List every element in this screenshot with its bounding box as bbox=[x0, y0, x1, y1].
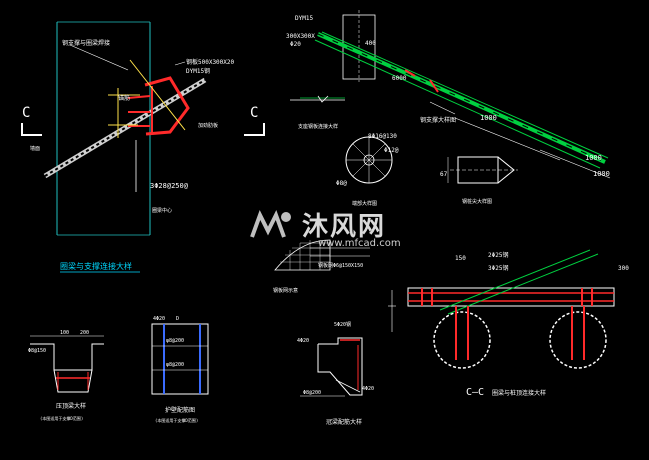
wall-label-d: φ8@200 bbox=[166, 362, 184, 368]
wall-label-c: φ8@200 bbox=[166, 338, 184, 344]
label-anchor: 锚筋 bbox=[118, 94, 130, 102]
pile-label-c: 150 bbox=[455, 255, 466, 262]
crown-label-d: Φ8@200 bbox=[303, 390, 321, 396]
end-label-c: Φ8@ bbox=[336, 180, 347, 187]
drawing-crown-beam: 5Φ20钢 4Φ20 4Φ20 Φ8@200 冠梁配筋大样 bbox=[297, 321, 374, 426]
label-pipe: 钢支撑与圈梁焊接 bbox=[62, 39, 110, 47]
watermark-url: www.mfcad.com bbox=[318, 238, 401, 249]
mesh-label-a: 钢板网Φ6@150X150 bbox=[318, 262, 363, 269]
brace-label-top-d: 400 bbox=[365, 40, 376, 47]
watermark-brand: 沐风网 bbox=[302, 212, 387, 242]
watermark: 沐风网 bbox=[248, 206, 386, 243]
drawing1-title: 圈梁与支撑连接大样 bbox=[60, 261, 132, 271]
cap-label-b: 100 bbox=[60, 330, 69, 336]
label-rebar: 3Φ28@250@ bbox=[150, 182, 189, 190]
brace-label-top-c: Φ20 bbox=[290, 41, 301, 48]
crown-label-a: 5Φ20钢 bbox=[334, 321, 351, 328]
drawing5-title: 钢板网示意 bbox=[273, 287, 298, 294]
drawing2-title: 钢支撑大样图 bbox=[420, 116, 456, 124]
drawing-pile-top: 2Φ25钢 3Φ25钢 150 300 C—C 圈梁与桩顶连接大样 bbox=[388, 249, 629, 398]
brace-label-len2: 1000 bbox=[585, 154, 602, 162]
drawing8-title: 护壁配筋图 bbox=[165, 406, 195, 414]
drawing-steel-mesh: 钢板网Φ6@150X150 钢板网示意 bbox=[273, 239, 370, 294]
section-letter-left: C bbox=[22, 105, 30, 121]
pile-label-b: 3Φ25钢 bbox=[488, 264, 508, 272]
drawing9-title: 冠梁配筋大样 bbox=[326, 418, 362, 426]
cap-label-c: 200 bbox=[80, 330, 89, 336]
section-letter-right: C bbox=[250, 105, 258, 121]
label-ring: 加劲肋板 bbox=[198, 122, 218, 129]
crown-label-b: 4Φ20 bbox=[297, 338, 309, 344]
pile-label-a: 2Φ25钢 bbox=[488, 251, 508, 259]
drawing4-title: 钢桩尖大样图 bbox=[462, 198, 492, 205]
drawing8-subtitle: (本图适用于支撑D范围) bbox=[155, 417, 198, 423]
drawing-pile-tip: 67 钢桩尖大样图 bbox=[440, 156, 518, 205]
pile-label-d: 300 bbox=[618, 265, 629, 272]
drawing-end-section: 8Φ16@130 Φ12@ Φ8@ 端部大样图 bbox=[336, 133, 399, 207]
wall-label-a: 4Φ20 bbox=[153, 316, 165, 322]
drawing-capping-beam: Φ8@150 100 200 压顶梁大样 (本图适用于支撑D范围) bbox=[28, 330, 104, 421]
label-plate2: DYM15钢 bbox=[186, 67, 210, 75]
label-plate: 钢板500X300X20 bbox=[186, 58, 235, 66]
end-label-a: 8Φ16@130 bbox=[368, 133, 397, 140]
drawing6-title: 圈梁与桩顶连接大样 bbox=[492, 389, 546, 397]
drawing3-title: 端部大样图 bbox=[352, 200, 377, 207]
drawing7-title: 压顶梁大样 bbox=[56, 402, 86, 410]
tip-label-a: 67 bbox=[440, 171, 448, 178]
wall-label-b: D bbox=[176, 316, 179, 322]
label-axis: 圈梁中心 bbox=[152, 207, 172, 214]
drawing-ringbeam-brace: 钢支撑与圈梁焊接 钢板500X300X20 DYM15钢 锚筋 加劲肋板 3Φ2… bbox=[30, 21, 235, 273]
brace-label-mid-a: 6000 bbox=[392, 75, 407, 82]
brace-label-len3: 1000 bbox=[593, 170, 610, 178]
end-label-b: Φ12@ bbox=[384, 147, 399, 154]
brace-label-len1: 1000 bbox=[480, 114, 497, 122]
drawing7-subtitle: (本图适用于支撑D范围) bbox=[40, 415, 83, 421]
cap-label-a: Φ8@150 bbox=[28, 348, 46, 354]
label-face: 墙面 bbox=[30, 145, 40, 152]
brace-label-top-a: DYM15 bbox=[295, 15, 313, 22]
section-marker-left: C bbox=[21, 105, 42, 136]
cc-section-title: C—C bbox=[466, 387, 484, 398]
section-marker-right: C bbox=[244, 105, 265, 136]
drawing-steel-brace: DYM15 300X300X Φ20 400 1000 1000 1000 60… bbox=[286, 10, 611, 179]
crown-label-c: 4Φ20 bbox=[362, 386, 374, 392]
brace-label-top-b: 300X300X bbox=[286, 33, 315, 40]
brace-small-label: 支座钢板连接大样 bbox=[298, 123, 338, 130]
drawing-wall-rebar: 4Φ20 D φ8@200 φ8@200 护壁配筋图 (本图适用于支撑D范围) bbox=[151, 316, 209, 423]
brand-logo-icon bbox=[250, 209, 291, 238]
